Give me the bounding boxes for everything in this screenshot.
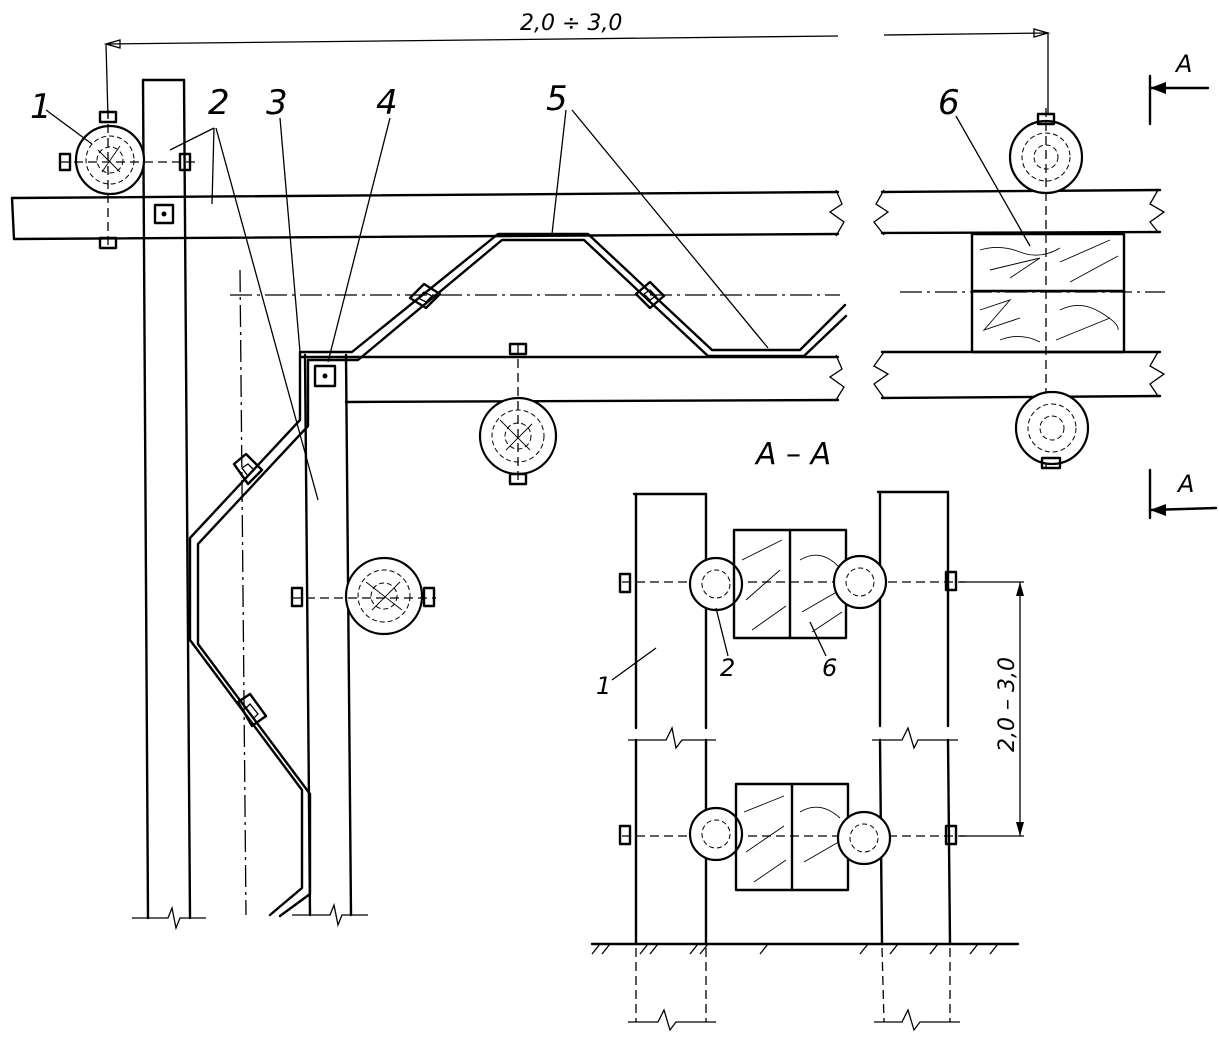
callouts: 1 2 3 4 5 6	[30, 79, 1031, 501]
strap-clamp-4	[236, 692, 268, 728]
callout-1: 1	[30, 87, 52, 127]
callout-4: 4	[376, 83, 398, 123]
left-post	[132, 78, 206, 931]
ground-line	[590, 942, 1020, 955]
top-dimension: 2,0 ÷ 3,0	[103, 11, 1051, 119]
section-callout-1: 1	[596, 672, 611, 700]
section-callouts: 1 2 6	[596, 607, 837, 700]
upper-beam	[10, 188, 1166, 241]
log-bottom-right	[1014, 390, 1090, 470]
callout-5: 5	[546, 79, 568, 119]
callout-2: 2	[208, 83, 230, 123]
dimension-top-label: 2,0 ÷ 3,0	[520, 11, 622, 36]
strap-clamp-2	[634, 280, 666, 310]
strap-clamp-1	[408, 282, 442, 310]
bent-strap-horizontal	[298, 232, 848, 362]
dimension-side-label: 2,0 – 3,0	[995, 657, 1020, 752]
section-mark-bottom-label: А	[1176, 470, 1194, 498]
section-mark-top: А	[1148, 50, 1210, 126]
section-upper-assembly	[618, 528, 966, 640]
bolt-square-4	[313, 364, 337, 388]
lower-beam	[298, 350, 1166, 404]
right-post	[292, 353, 368, 928]
side-dimension: 2,0 – 3,0	[960, 581, 1024, 837]
log-middle	[478, 342, 558, 486]
section-title: А – А	[754, 437, 831, 472]
callout-6: 6	[938, 83, 960, 123]
timber-block	[970, 232, 1126, 354]
callout-3: 3	[266, 83, 288, 123]
section-mark-top-label: А	[1174, 50, 1192, 78]
log-right-post	[290, 556, 436, 636]
section-mark-bottom: А	[1148, 468, 1218, 520]
bent-strap-vertical	[188, 350, 337, 918]
section-right-post	[872, 490, 960, 1032]
section-callout-6: 6	[822, 654, 837, 682]
section-lower-assembly	[618, 782, 966, 892]
log-top-left	[58, 110, 200, 250]
section-callout-2: 2	[720, 654, 735, 682]
strap-clamp-3	[232, 452, 264, 486]
